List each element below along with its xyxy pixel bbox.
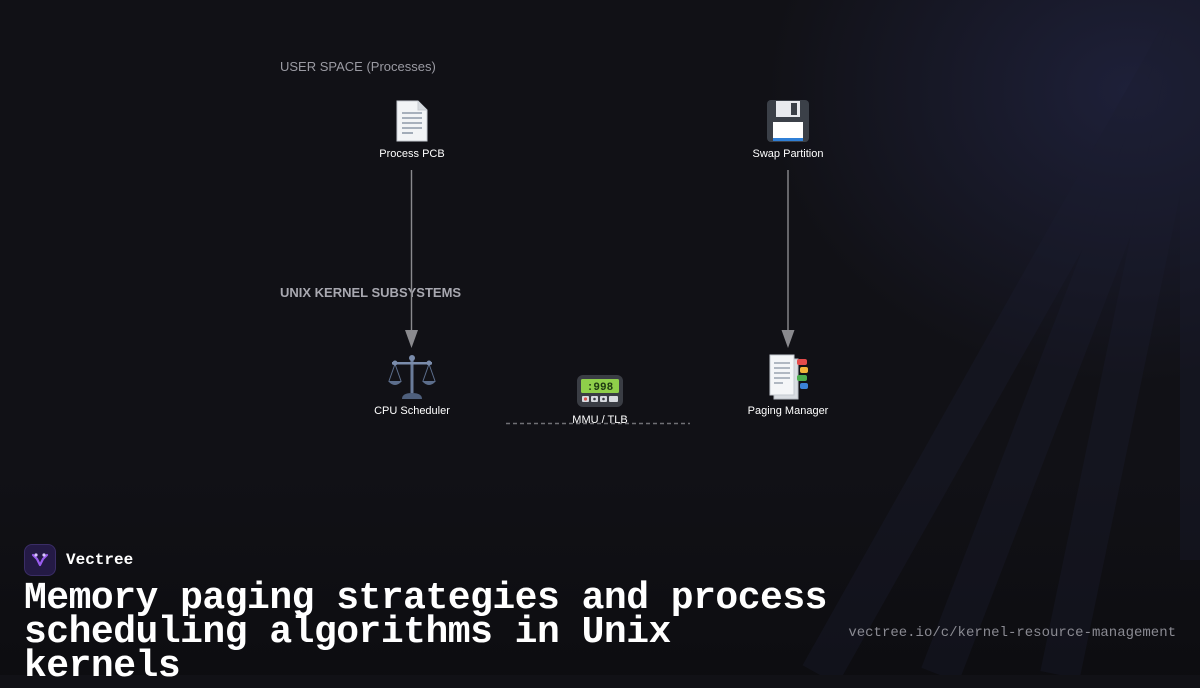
node-paging-manager: Paging Manager	[718, 353, 858, 417]
node-process-pcb: Process PCB	[342, 98, 482, 160]
brand: Vectree	[24, 544, 133, 576]
svg-text::998: :998	[587, 382, 614, 394]
node-swap-partition: Swap Partition	[718, 98, 858, 160]
kernel-subsystems-label: UNIX KERNEL SUBSYSTEMS	[280, 285, 462, 300]
bookmark-tabs-icon	[769, 354, 808, 400]
edge-swap-to-paging-arrowhead	[781, 330, 795, 348]
pager-icon: :998	[577, 375, 623, 407]
page-title: Memory paging strategies and process sch…	[24, 577, 827, 688]
source-url[interactable]: vectree.io/c/kernel-resource-management	[848, 625, 1176, 641]
vectree-logo-icon	[24, 544, 56, 576]
balance-scale-icon	[388, 355, 436, 399]
node-mmu-tlb: :998 MMU / TLB	[530, 372, 670, 426]
node-label: Paging Manager	[747, 405, 829, 417]
brand-name: Vectree	[66, 551, 134, 569]
node-label: Process PCB	[379, 148, 445, 160]
edge-pcb-to-scheduler-arrowhead	[405, 330, 418, 348]
node-cpu-scheduler: CPU Scheduler	[342, 353, 482, 417]
document-icon	[396, 100, 428, 142]
node-label: MMU / TLB	[572, 414, 628, 426]
user-space-label: USER SPACE (Processes)	[280, 59, 436, 74]
node-label: Swap Partition	[752, 148, 824, 160]
floppy-disk-icon	[767, 100, 809, 142]
node-label: CPU Scheduler	[374, 405, 450, 417]
